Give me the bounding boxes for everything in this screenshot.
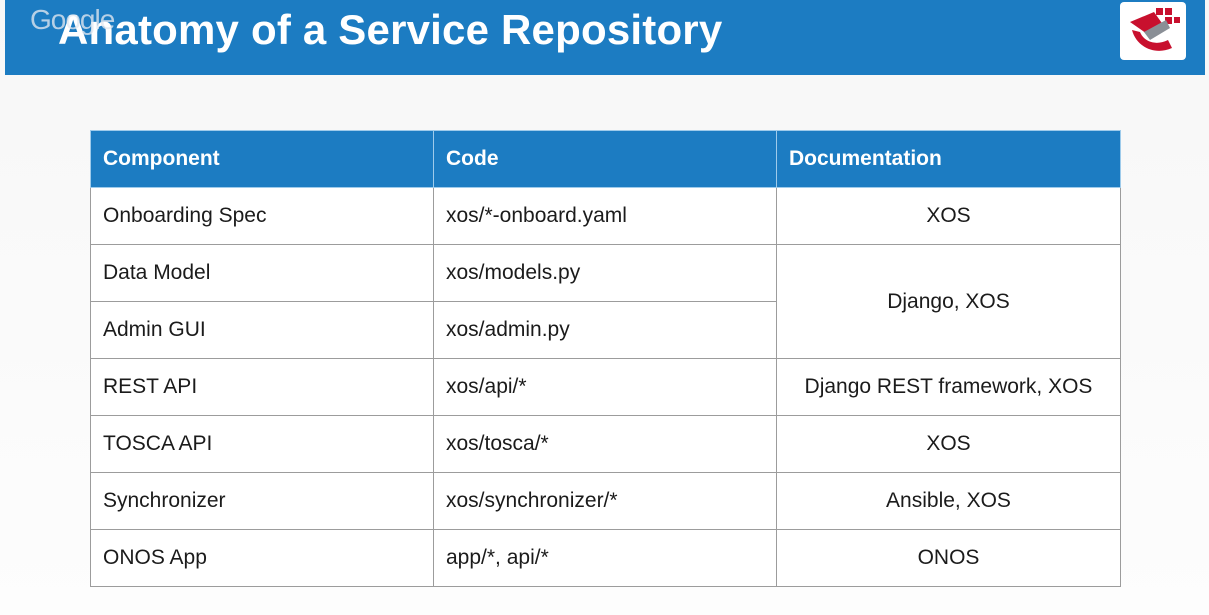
component-cell: Synchronizer bbox=[90, 472, 434, 530]
table-row: REST API xos/api/* Django REST framework… bbox=[90, 358, 1121, 416]
documentation-cell: XOS bbox=[776, 187, 1121, 245]
code-cell: app/*, api/* bbox=[433, 529, 777, 587]
code-cell: xos/models.py bbox=[433, 244, 777, 302]
code-cell: xos/tosca/* bbox=[433, 415, 777, 473]
code-cell: xos/*-onboard.yaml bbox=[433, 187, 777, 245]
documentation-cell: Django REST framework, XOS bbox=[776, 358, 1121, 416]
table-row: TOSCA API xos/tosca/* XOS bbox=[90, 415, 1121, 473]
table-row: Data Model xos/models.py Django, XOS bbox=[90, 244, 1121, 359]
table-row: Onboarding Spec xos/*-onboard.yaml XOS bbox=[90, 187, 1121, 245]
component-cell: Data Model bbox=[90, 244, 434, 302]
google-watermark: Google bbox=[30, 4, 115, 35]
component-cell: Admin GUI bbox=[90, 301, 434, 359]
component-cell: Onboarding Spec bbox=[90, 187, 434, 245]
title-bar bbox=[5, 0, 1205, 75]
column-header-component: Component bbox=[90, 130, 434, 188]
documentation-cell: ONOS bbox=[776, 529, 1121, 587]
table-header-row: Component Code Documentation bbox=[90, 130, 1121, 188]
table-row: Admin GUI xos/admin.py bbox=[90, 301, 1121, 359]
table-row: Synchronizer xos/synchronizer/* Ansible,… bbox=[90, 472, 1121, 530]
component-cell: TOSCA API bbox=[90, 415, 434, 473]
component-cell: REST API bbox=[90, 358, 434, 416]
column-header-documentation: Documentation bbox=[776, 130, 1121, 188]
code-cell: xos/api/* bbox=[433, 358, 777, 416]
table-row: ONOS App app/*, api/* ONOS bbox=[90, 529, 1121, 587]
slide-title: Anatomy of a Service Repository bbox=[58, 6, 723, 53]
company-logo-icon bbox=[1120, 2, 1186, 60]
component-cell: ONOS App bbox=[90, 529, 434, 587]
column-header-code: Code bbox=[433, 130, 777, 188]
documentation-cell: Ansible, XOS bbox=[776, 472, 1121, 530]
documentation-cell: XOS bbox=[776, 415, 1121, 473]
code-cell: xos/synchronizer/* bbox=[433, 472, 777, 530]
code-cell: xos/admin.py bbox=[433, 301, 777, 359]
service-repository-table: Component Code Documentation Onboarding … bbox=[90, 130, 1121, 587]
documentation-cell: Django, XOS bbox=[776, 244, 1121, 359]
